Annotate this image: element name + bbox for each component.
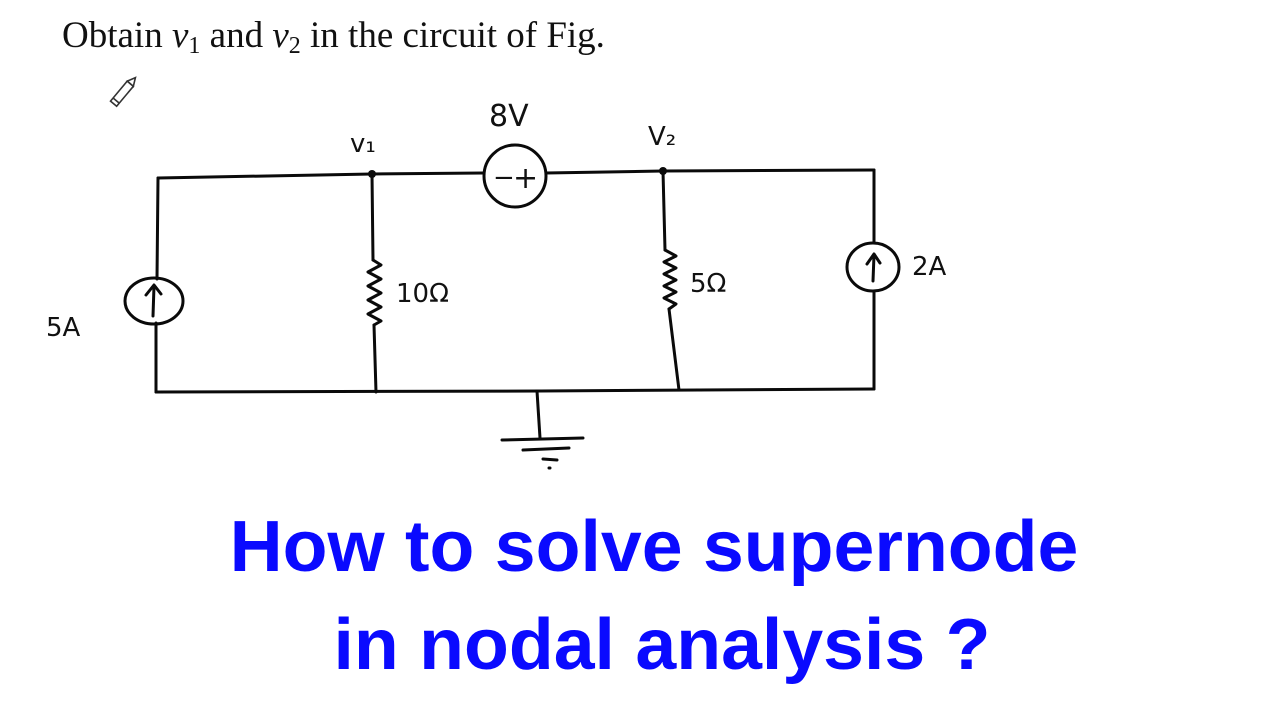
problem-statement: Obtain v1 and v2 in the circuit of Fig. xyxy=(62,14,605,58)
current-source-left-label: 5A xyxy=(46,313,81,343)
circuit-diagram: 5A 10Ω − + 8V v₁ V₂ 5Ω 2A xyxy=(46,99,947,470)
current-source-right-label: 2A xyxy=(912,252,947,282)
voltage-source-circle xyxy=(482,143,548,209)
current-source-right-circle xyxy=(845,241,901,293)
variable-v1-subscript: 1 xyxy=(188,33,201,59)
wire-top-source-to-v2 xyxy=(544,169,665,175)
current-source-left-circle xyxy=(123,276,185,326)
wire-r5-upper xyxy=(661,169,667,252)
wire-top-left xyxy=(156,172,374,180)
problem-text-before: Obtain xyxy=(62,15,172,56)
voltage-source-label: 8V xyxy=(489,99,529,134)
pencil-icon xyxy=(109,76,137,108)
node-v1-label: v₁ xyxy=(350,129,376,159)
arrow-up-icon xyxy=(865,252,882,283)
wire-top-v1-to-source xyxy=(370,171,486,176)
wire-r5-lower xyxy=(667,307,681,392)
current-source-left xyxy=(123,276,185,326)
wire-r10-lower xyxy=(372,323,378,394)
voltage-source-plus: + xyxy=(513,161,538,196)
problem-text-middle: and xyxy=(200,15,273,56)
headline-line-1: How to solve supernode xyxy=(229,507,1079,587)
variable-v2-letter: v xyxy=(272,15,289,56)
current-source-right xyxy=(845,241,901,293)
problem-text-after: in the circuit of Fig. xyxy=(300,15,605,56)
variable-v2-subscript: 2 xyxy=(288,33,301,59)
variable-v1: v1 xyxy=(171,15,201,59)
wire-top-right xyxy=(661,168,876,173)
wire-bottom xyxy=(154,387,876,394)
resistor-5-zigzag xyxy=(662,248,678,311)
wire-left-upper xyxy=(155,176,160,281)
arrow-up-icon xyxy=(144,283,163,318)
ground-icon xyxy=(500,389,585,470)
resistor-10-label: 10Ω xyxy=(396,279,449,309)
voltage-source-minus: − xyxy=(493,163,515,193)
headline-line-2: in nodal analysis ? xyxy=(333,605,991,685)
voltage-source-8v: − + xyxy=(482,143,548,209)
wire-r10-upper xyxy=(370,172,375,262)
node-v1-dot xyxy=(368,170,376,178)
resistor-5-label: 5Ω xyxy=(690,269,726,299)
resistor-10-zigzag xyxy=(366,258,383,327)
node-v2-label: V₂ xyxy=(648,122,676,152)
variable-v2: v2 xyxy=(272,15,301,59)
variable-v1-letter: v xyxy=(171,15,189,56)
